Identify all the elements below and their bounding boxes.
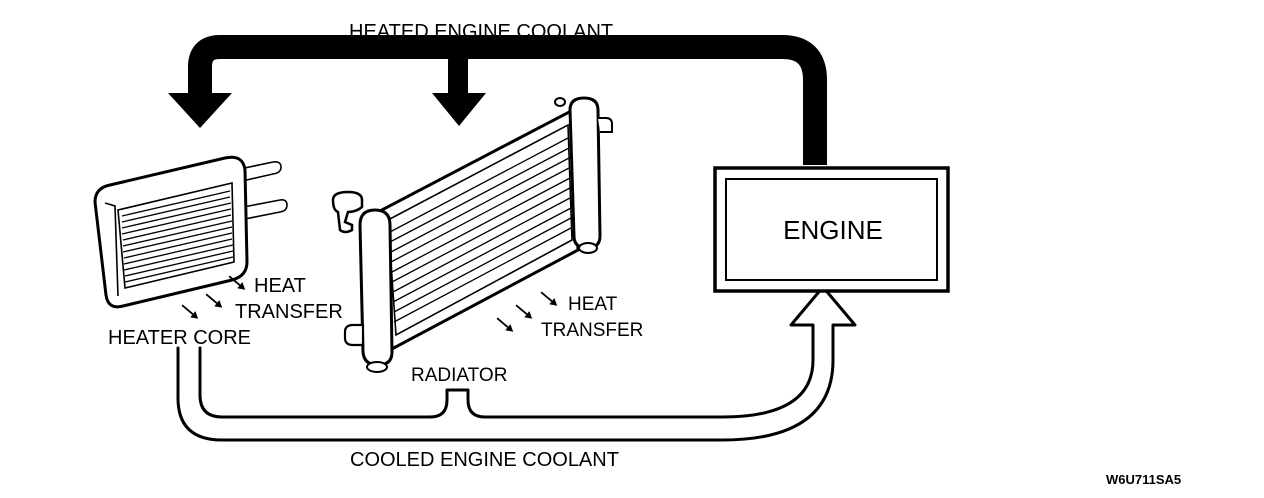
heater-core-label: HEATER CORE	[108, 327, 251, 349]
engine-label: ENGINE	[783, 215, 883, 245]
cooled-coolant-label: COOLED ENGINE COOLANT	[350, 449, 619, 471]
figure-code: W6U711SA5	[1106, 472, 1181, 487]
heater-heat-label: HEAT	[254, 275, 306, 297]
heated-coolant-label: HEATED ENGINE COOLANT	[349, 21, 613, 43]
heat-transfer-arrows-radiator	[496, 291, 558, 332]
radiator-transfer-label: TRANSFER	[541, 320, 643, 341]
heated-coolant-flow-arrow	[168, 35, 827, 165]
heat-transfer-arrows-heater	[181, 275, 246, 319]
engine-block	[713, 166, 950, 293]
radiator-illustration	[331, 96, 613, 373]
heater-transfer-label: TRANSFER	[235, 301, 343, 323]
heater-core-illustration	[93, 155, 288, 309]
radiator-heat-label: HEAT	[568, 294, 618, 315]
radiator-label: RADIATOR	[411, 365, 507, 386]
cooled-coolant-flow-arrow	[176, 285, 857, 442]
